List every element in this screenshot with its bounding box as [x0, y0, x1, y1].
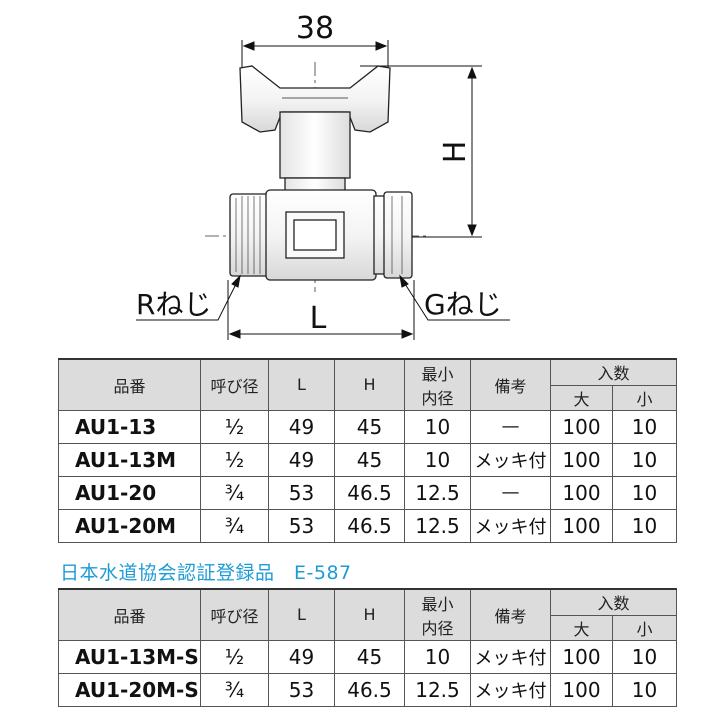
cell-nominal: ¾	[200, 475, 269, 510]
cell-bore: 10	[404, 639, 471, 674]
cell-qty-small: 10	[611, 409, 678, 444]
height-dim-label: H	[438, 141, 473, 164]
cell-H: 45	[334, 409, 405, 444]
table-row: AU1-13 ½ 49 45 10 — 100 10	[58, 409, 678, 444]
cell-note: メッキ付	[470, 639, 551, 674]
col-header-H: H	[334, 358, 405, 411]
cell-bore: 10	[404, 409, 471, 444]
cell-nominal: ¾	[200, 672, 269, 707]
cell-H: 45	[334, 442, 405, 477]
cell-qty-large: 100	[550, 508, 613, 543]
cell-bore: 12.5	[404, 475, 471, 510]
cell-qty-small: 10	[611, 672, 678, 707]
col-header-note: 備考	[470, 588, 551, 641]
cell-qty-large: 100	[550, 442, 613, 477]
col-header-qty: 入数	[549, 588, 678, 616]
cell-qty-large: 100	[550, 409, 613, 444]
cell-code: AU1-20M	[58, 508, 201, 543]
cell-nominal: ½	[200, 639, 269, 674]
butterfly-handle	[239, 65, 391, 193]
valve-body	[229, 189, 413, 281]
cell-qty-large: 100	[550, 672, 613, 707]
length-dim-label: L	[310, 301, 327, 336]
cell-L: 53	[268, 475, 335, 510]
cell-nominal: ¾	[200, 508, 269, 543]
cell-H: 46.5	[334, 475, 405, 510]
cell-bore: 10	[404, 442, 471, 477]
cell-nominal: ½	[200, 442, 269, 477]
col-header-note: 備考	[470, 358, 551, 411]
certification-note: 日本水道協会認証登録品 E-587	[60, 562, 352, 584]
cell-H: 46.5	[334, 508, 405, 543]
ball-valve-drawing: 38 H L	[136, 11, 510, 340]
height-dimension	[360, 65, 482, 238]
col-header-L: L	[268, 358, 335, 411]
cell-qty-small: 10	[611, 475, 678, 510]
cell-bore: 12.5	[404, 508, 471, 543]
cell-code: AU1-20	[58, 475, 201, 510]
col-header-min-bore: 最小内径	[404, 358, 471, 411]
table-row: AU1-13M-S ½ 49 45 10 メッキ付 100 10	[58, 639, 678, 674]
cell-note: —	[470, 475, 551, 510]
cell-qty-large: 100	[550, 639, 613, 674]
thread-leaders	[136, 274, 510, 321]
col-header-qty-small: 小	[611, 384, 678, 411]
cell-L: 49	[268, 409, 335, 444]
table-row: AU1-20M ¾ 53 46.5 12.5 メッキ付 100 10	[58, 508, 678, 543]
col-header-qty-large: 大	[550, 614, 613, 641]
col-header-qty-small: 小	[611, 614, 678, 641]
cell-L: 49	[268, 442, 335, 477]
cell-L: 49	[268, 639, 335, 674]
length-dimension	[227, 280, 415, 340]
table-row: AU1-13M ½ 49 45 10 メッキ付 100 10	[58, 442, 678, 477]
col-header-H: H	[334, 588, 405, 641]
cell-L: 53	[268, 672, 335, 707]
cell-code: AU1-13	[58, 409, 201, 444]
cell-qty-small: 10	[611, 639, 678, 674]
cell-H: 46.5	[334, 672, 405, 707]
cell-note: —	[470, 409, 551, 444]
right-thread-label: Gねじ	[424, 288, 502, 321]
cell-nominal: ½	[200, 409, 269, 444]
table-row: AU1-20 ¾ 53 46.5 12.5 — 100 10	[58, 475, 678, 510]
cell-note: メッキ付	[470, 508, 551, 543]
col-header-qty: 入数	[549, 358, 678, 386]
cell-qty-small: 10	[611, 442, 678, 477]
col-header-min-bore: 最小内径	[404, 588, 471, 641]
cell-qty-small: 10	[611, 508, 678, 543]
col-header-L: L	[268, 588, 335, 641]
col-header-qty-large: 大	[550, 384, 613, 411]
cell-qty-large: 100	[550, 475, 613, 510]
width-dim-label: 38	[296, 11, 334, 46]
cell-note: メッキ付	[470, 672, 551, 707]
cell-code: AU1-13M	[58, 442, 201, 477]
col-header-code: 品番	[58, 588, 201, 641]
spec-table-s-series: 品番 呼び径 L H 最小内径 備考 入数 大 小 AU1-13M-S ½ 49…	[58, 588, 678, 707]
spec-table-standard: 品番 呼び径 L H 最小内径 備考 入数 大 小 AU1-13 ½ 49 45…	[58, 358, 678, 543]
col-header-code: 品番	[58, 358, 201, 411]
cell-L: 53	[268, 508, 335, 543]
col-header-nominal: 呼び径	[200, 588, 269, 641]
cell-code: AU1-20M-S	[58, 672, 201, 707]
table-row: AU1-20M-S ¾ 53 46.5 12.5 メッキ付 100 10	[58, 672, 678, 707]
cell-code: AU1-13M-S	[58, 639, 201, 674]
cell-bore: 12.5	[404, 672, 471, 707]
cell-H: 45	[334, 639, 405, 674]
col-header-nominal: 呼び径	[200, 358, 269, 411]
left-thread-label: Rねじ	[136, 288, 211, 321]
cell-note: メッキ付	[470, 442, 551, 477]
